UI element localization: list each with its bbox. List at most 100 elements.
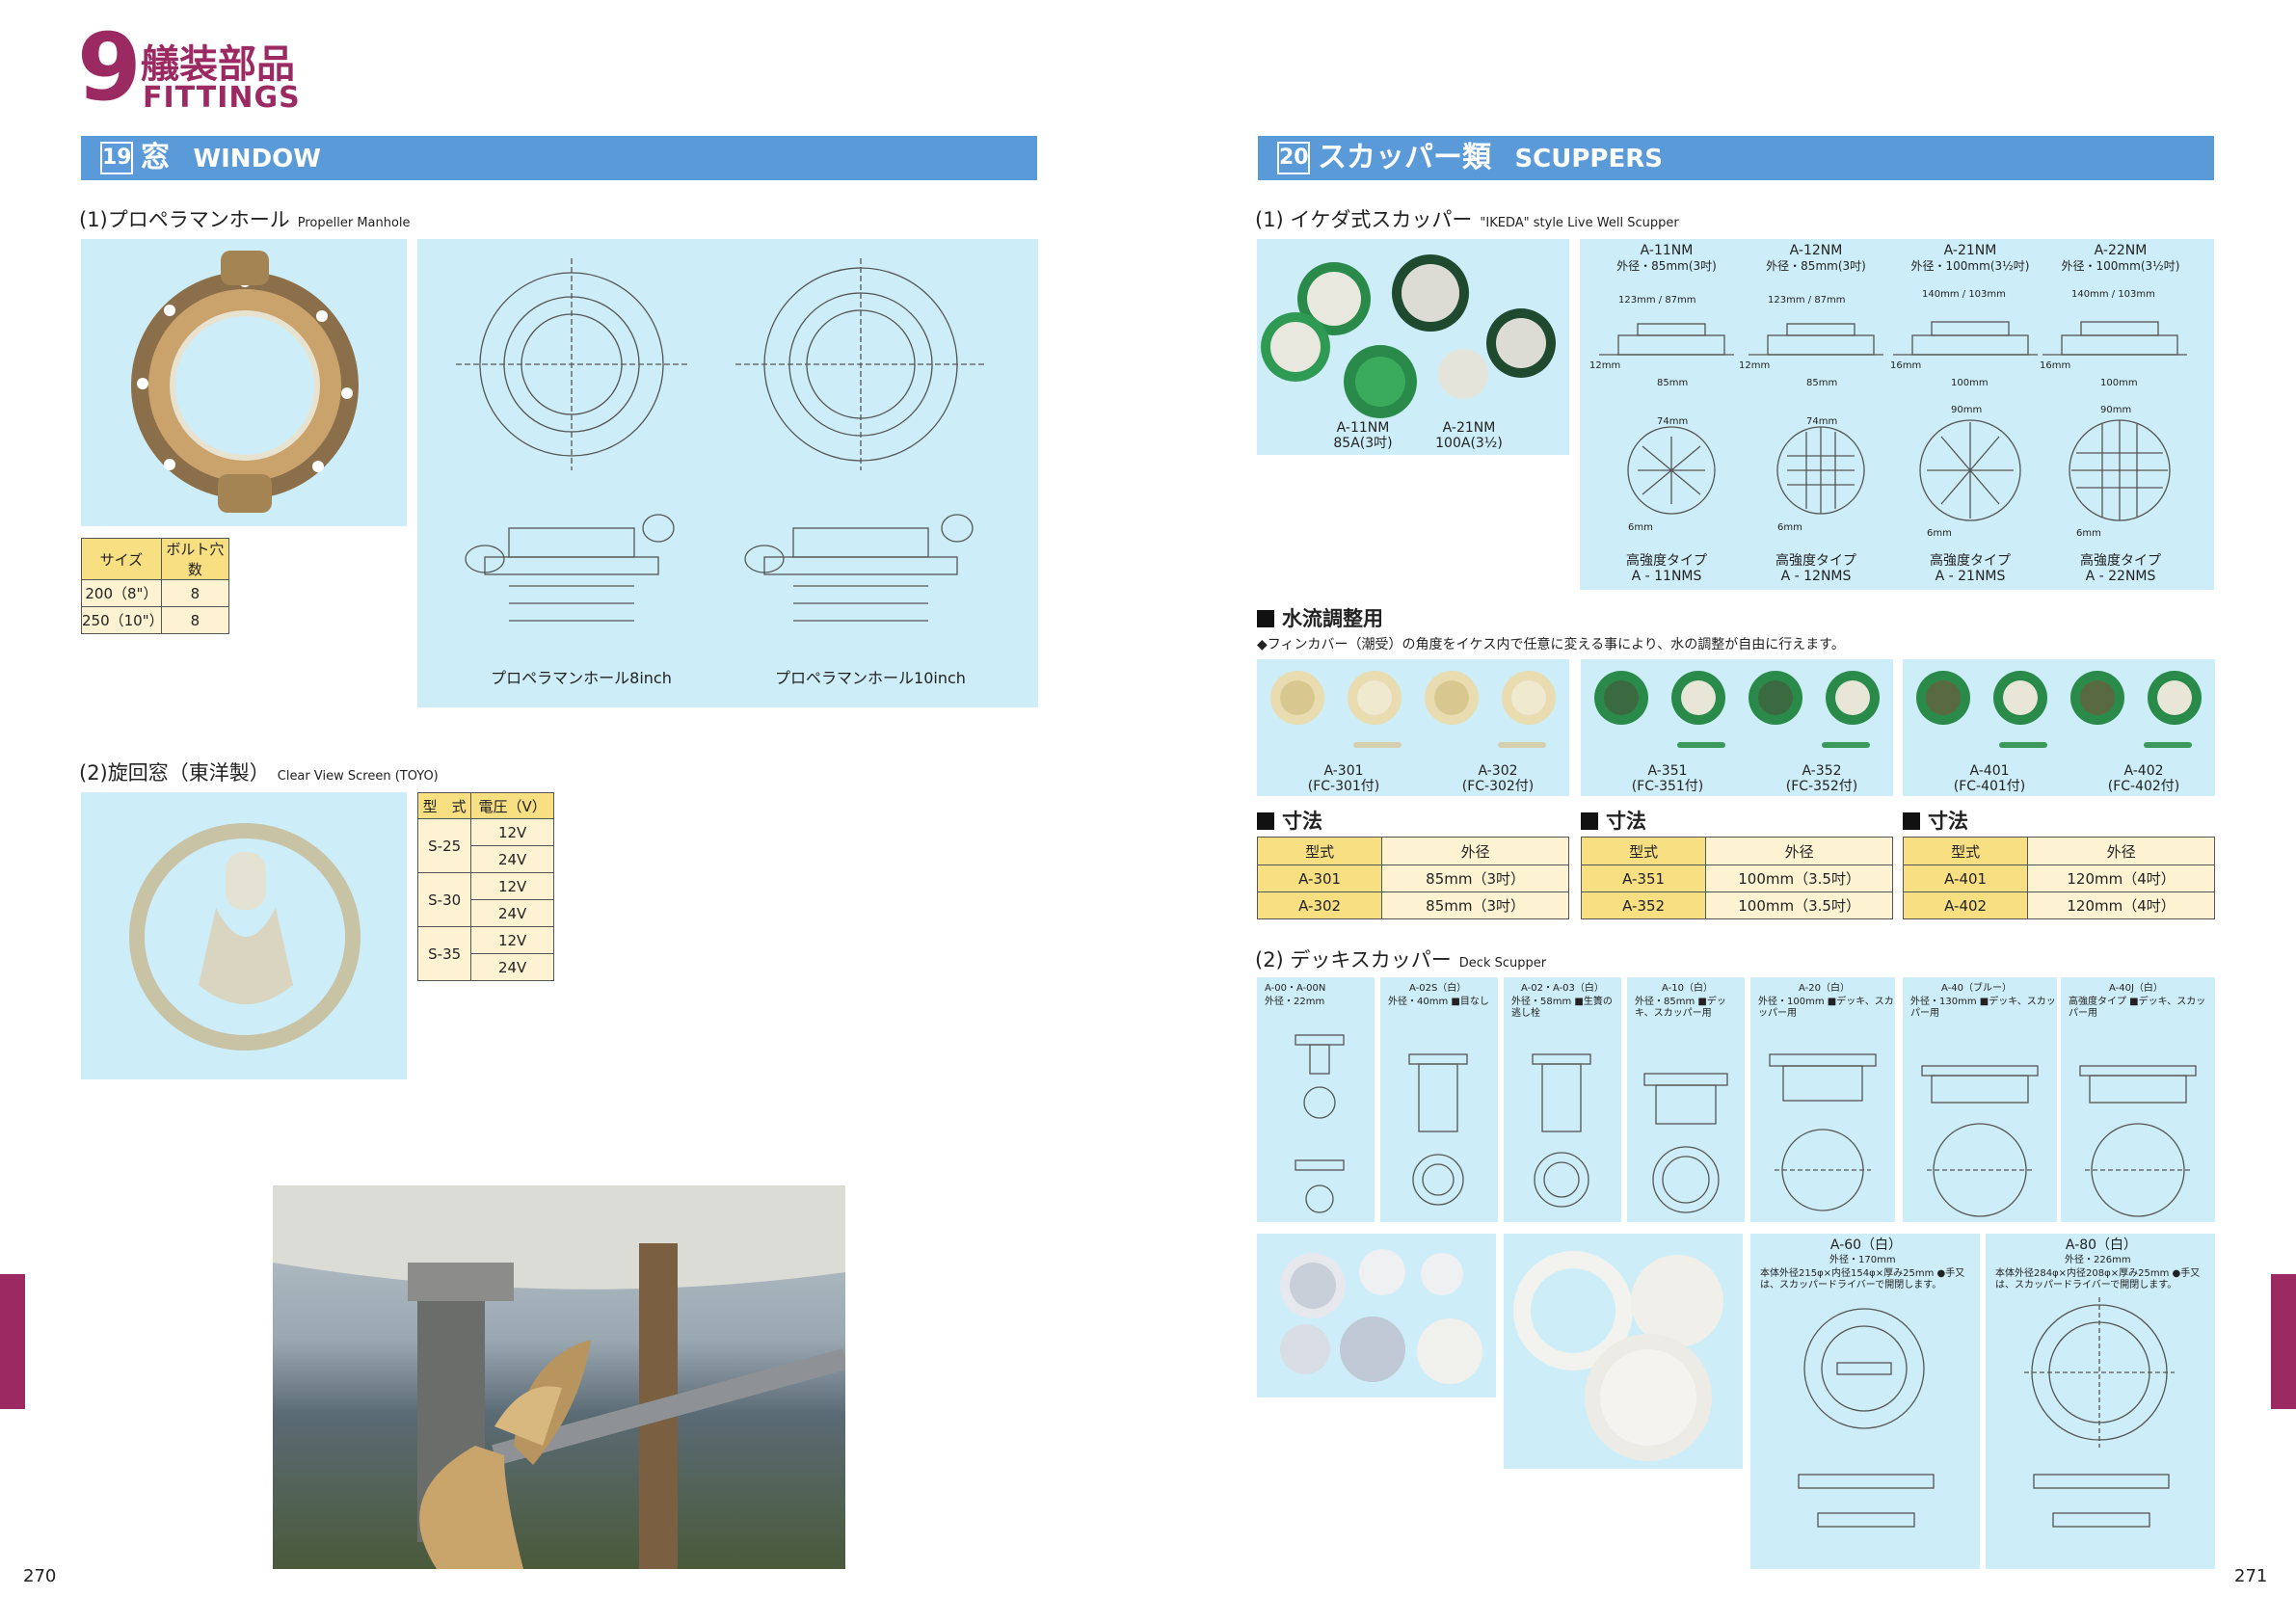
- flow-photo-1: A-301(FC-301付) A-302(FC-302付): [1257, 659, 1569, 796]
- manhole-photo: [81, 239, 407, 526]
- section-19-title-jp: 窓: [141, 141, 170, 174]
- flow-label-a301: A-301(FC-301付): [1307, 763, 1380, 794]
- section-20-title-jp: スカッパー類: [1318, 141, 1491, 174]
- clear-view-heading: (2)旋回窓（東洋製）Clear View Screen (TOYO): [79, 761, 439, 785]
- deck-item-a20: A-20（白） 外径・100mm ■デッキ、スカッパー用: [1750, 977, 1895, 1222]
- deck-item-a10: A-10（白） 外径・85mm ■デッキ、スカッパー用: [1627, 977, 1745, 1222]
- flow-label-a402: A-402(FC-402付): [2107, 763, 2180, 794]
- ikeda-base-2: 85mm: [1806, 378, 1838, 388]
- page-number-right: 271: [2234, 1566, 2268, 1586]
- flow-photo-3: A-401(FC-401付) A-402(FC-402付): [1903, 659, 2215, 796]
- deck-small-scuppers-icon: [1280, 1249, 1482, 1384]
- flow-label-a401: A-401(FC-401付): [1953, 763, 2026, 794]
- flow-label-a302: A-302(FC-302付): [1461, 763, 1535, 794]
- flow-scupper-icon-3: [1916, 671, 2202, 748]
- propeller-photo: [273, 1185, 845, 1569]
- flow-note: ◆フィンカバー（潮受）の角度をイケス内で任意に変える事により、水の調整が自由に行…: [1257, 637, 1845, 652]
- manhole-ring-icon: [131, 251, 359, 513]
- dim-heading-3: 寸法: [1903, 806, 1968, 835]
- deck-a40-drawing: [1921, 1065, 2039, 1217]
- chapter-title-jp: 艤装部品: [141, 42, 295, 87]
- ikeda-grate-4: 90mm: [2100, 405, 2132, 415]
- manhole-size-table: サイズボルト穴数 200（8"）8 250（10"）8: [81, 538, 230, 634]
- drawing-10inch-label: プロペラマンホール10inch: [775, 669, 966, 687]
- deck-item-a40: A-40（ブルー） 外径・130mm ■デッキ、スカッパー用: [1903, 977, 2057, 1222]
- deck-item-a02s: A-02S（白） 外径・40mm ■目なし: [1380, 977, 1498, 1222]
- deck-large-scuppers-icon: [1513, 1251, 1723, 1461]
- deck-a20-drawing: [1769, 1053, 1877, 1211]
- section-19-title-en: WINDOW: [193, 145, 321, 173]
- flow-photo-2: A-351(FC-351付) A-352(FC-352付): [1581, 659, 1893, 796]
- ikeda-base-3: 100mm: [1951, 378, 1989, 388]
- ikeda-height-2: 12mm: [1739, 360, 1771, 371]
- dim-heading-2: 寸法: [1581, 806, 1646, 835]
- ikeda-height-4: 16mm: [2040, 360, 2071, 371]
- ikeda-grate-3: 90mm: [1951, 405, 1983, 415]
- chapter-title-en: FITTINGS: [143, 81, 301, 115]
- manhole-drawing-panel: プロペラマンホール8inch プロペラマンホール10inch: [417, 239, 1038, 707]
- flow-scupper-icon-2: [1594, 671, 1880, 748]
- section-20-title-en: SCUPPERS: [1514, 145, 1663, 173]
- ikeda-height-3: 16mm: [1890, 360, 1922, 371]
- ikeda-base-4: 100mm: [2100, 378, 2138, 388]
- ikeda-slot-1: 6mm: [1628, 522, 1653, 533]
- drawing-8inch-label: プロペラマンホール8inch: [491, 669, 672, 687]
- deck-a10-drawing: [1643, 1073, 1728, 1213]
- clear-view-photo: [81, 792, 407, 1079]
- ikeda-slot-3: 6mm: [1927, 528, 1952, 539]
- deck-a40j-drawing: [2079, 1065, 2197, 1217]
- deck-a00-drawing: [1295, 1034, 1345, 1213]
- manhole-technical-drawing: [456, 258, 986, 622]
- ikeda-base-1: 85mm: [1657, 378, 1689, 388]
- dim-heading-1: 寸法: [1257, 806, 1322, 835]
- flow-label-a352: A-352(FC-352付): [1785, 763, 1858, 794]
- deck-item-a60: A-60（白） 外径・170mm 本体外径215φ×内径154φ×厚み25mm …: [1750, 1234, 1980, 1569]
- propeller-icon: [273, 1185, 845, 1569]
- flow-label-a351: A-351(FC-351付): [1631, 763, 1704, 794]
- left-edge-tab: [0, 1274, 25, 1409]
- ikeda-dim-1: 123mm / 87mm: [1618, 295, 1696, 306]
- deck-item-a02: A-02・A-03（白） 外径・58mm ■生簀の逃し栓: [1504, 977, 1621, 1222]
- right-edge-tab: [2271, 1274, 2296, 1409]
- ikeda-height-1: 12mm: [1589, 360, 1621, 371]
- ikeda-grate-2: 74mm: [1806, 416, 1838, 427]
- ikeda-dim-4: 140mm / 103mm: [2071, 289, 2155, 300]
- deck-item-a40j: A-40J（白） 高強度タイプ ■デッキ、スカッパー用: [2061, 977, 2215, 1222]
- deck-photo-large: [1504, 1234, 1743, 1469]
- chapter-number: 9: [77, 13, 142, 121]
- ikeda-heading: (1) イケダ式スカッパー"IKEDA" style Live Well Scu…: [1255, 208, 1679, 231]
- deck-a02s-drawing: [1408, 1053, 1468, 1206]
- deck-photo-small: [1257, 1234, 1496, 1397]
- clear-view-screen-icon: [129, 823, 360, 1051]
- deck-a80-drawing: [2024, 1297, 2175, 1528]
- ikeda-slot-2: 6mm: [1777, 522, 1802, 533]
- deck-item-a00: A-00・A-00N 外径・22mm: [1257, 977, 1375, 1222]
- section-19-number: 19: [100, 142, 133, 174]
- page-number-left: 270: [23, 1566, 57, 1586]
- flow-heading: 水流調整用: [1257, 603, 1383, 632]
- deck-a02-drawing: [1532, 1053, 1591, 1208]
- ikeda-slot-4: 6mm: [2076, 528, 2101, 539]
- ikeda-dim-3: 140mm / 103mm: [1922, 289, 2006, 300]
- ikeda-grate-1: 74mm: [1657, 416, 1689, 427]
- ikeda-dim-2: 123mm / 87mm: [1768, 295, 1846, 306]
